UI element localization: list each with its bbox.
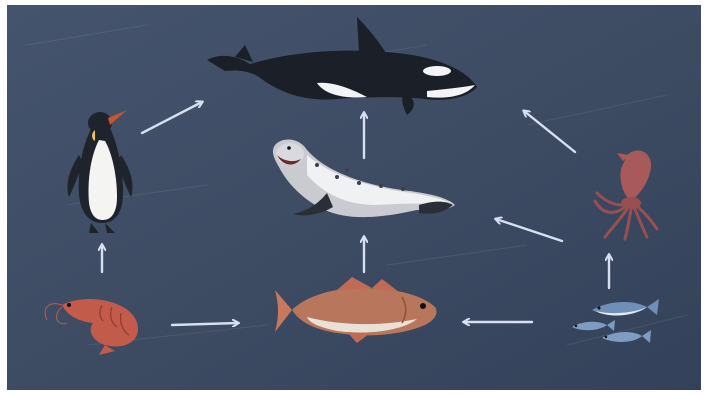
food-web-diagram <box>7 5 701 390</box>
